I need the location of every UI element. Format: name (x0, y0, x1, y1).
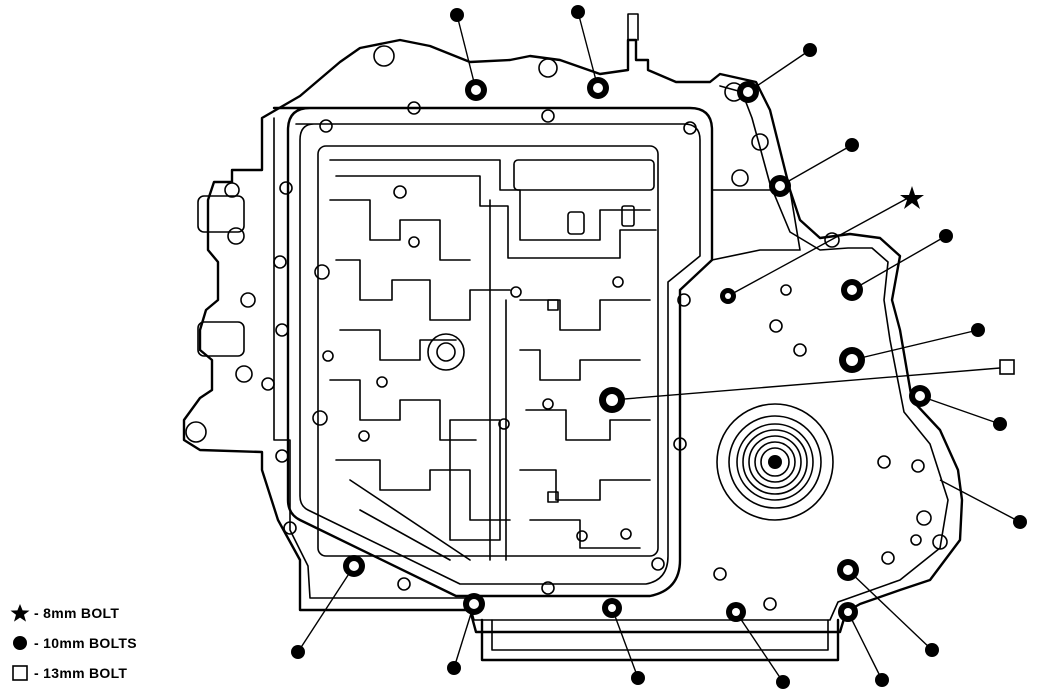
callout-dot-10mm (571, 5, 585, 19)
side-cover (711, 189, 948, 611)
legend-label-10mm: - 10mm BOLTS (34, 635, 137, 651)
output-shaft-seal (716, 403, 834, 521)
bolt-size-legend: - 8mm BOLT - 10mm BOLTS - 13mm BOLT (6, 598, 196, 688)
callout-dot-10mm (845, 138, 859, 152)
bolt-callouts (291, 5, 1027, 689)
callout-square-13mm (999, 359, 1015, 375)
square-icon (6, 662, 34, 684)
callout-dot-10mm (875, 673, 889, 687)
callout-dot-10mm (631, 671, 645, 685)
callout-star-8mm (900, 186, 924, 209)
callout-dot-10mm (803, 43, 817, 57)
legend-label-13mm: - 13mm BOLT (34, 665, 128, 681)
callout-dot-10mm (993, 417, 1007, 431)
callout-markers (291, 5, 1027, 689)
callout-dot-10mm (776, 675, 790, 689)
star-icon (6, 602, 34, 624)
callout-dot-10mm (925, 643, 939, 657)
dot-icon (6, 632, 34, 654)
callout-dot-10mm (971, 323, 985, 337)
callout-dot-10mm (450, 8, 464, 22)
transmission-case (182, 13, 964, 662)
callout-dot-10mm (447, 661, 461, 675)
valve-body-passages (312, 145, 659, 561)
callout-dot-10mm (291, 645, 305, 659)
callout-dot-10mm (1013, 515, 1027, 529)
legend-row-13mm: - 13mm BOLT (6, 658, 196, 688)
legend-row-8mm: - 8mm BOLT (6, 598, 196, 628)
legend-label-8mm: - 8mm BOLT (34, 605, 120, 621)
valve-body-rail (261, 101, 714, 598)
callout-dot-10mm (939, 229, 953, 243)
bolt-heads (343, 77, 931, 622)
legend-row-10mm: - 10mm BOLTS (6, 628, 196, 658)
